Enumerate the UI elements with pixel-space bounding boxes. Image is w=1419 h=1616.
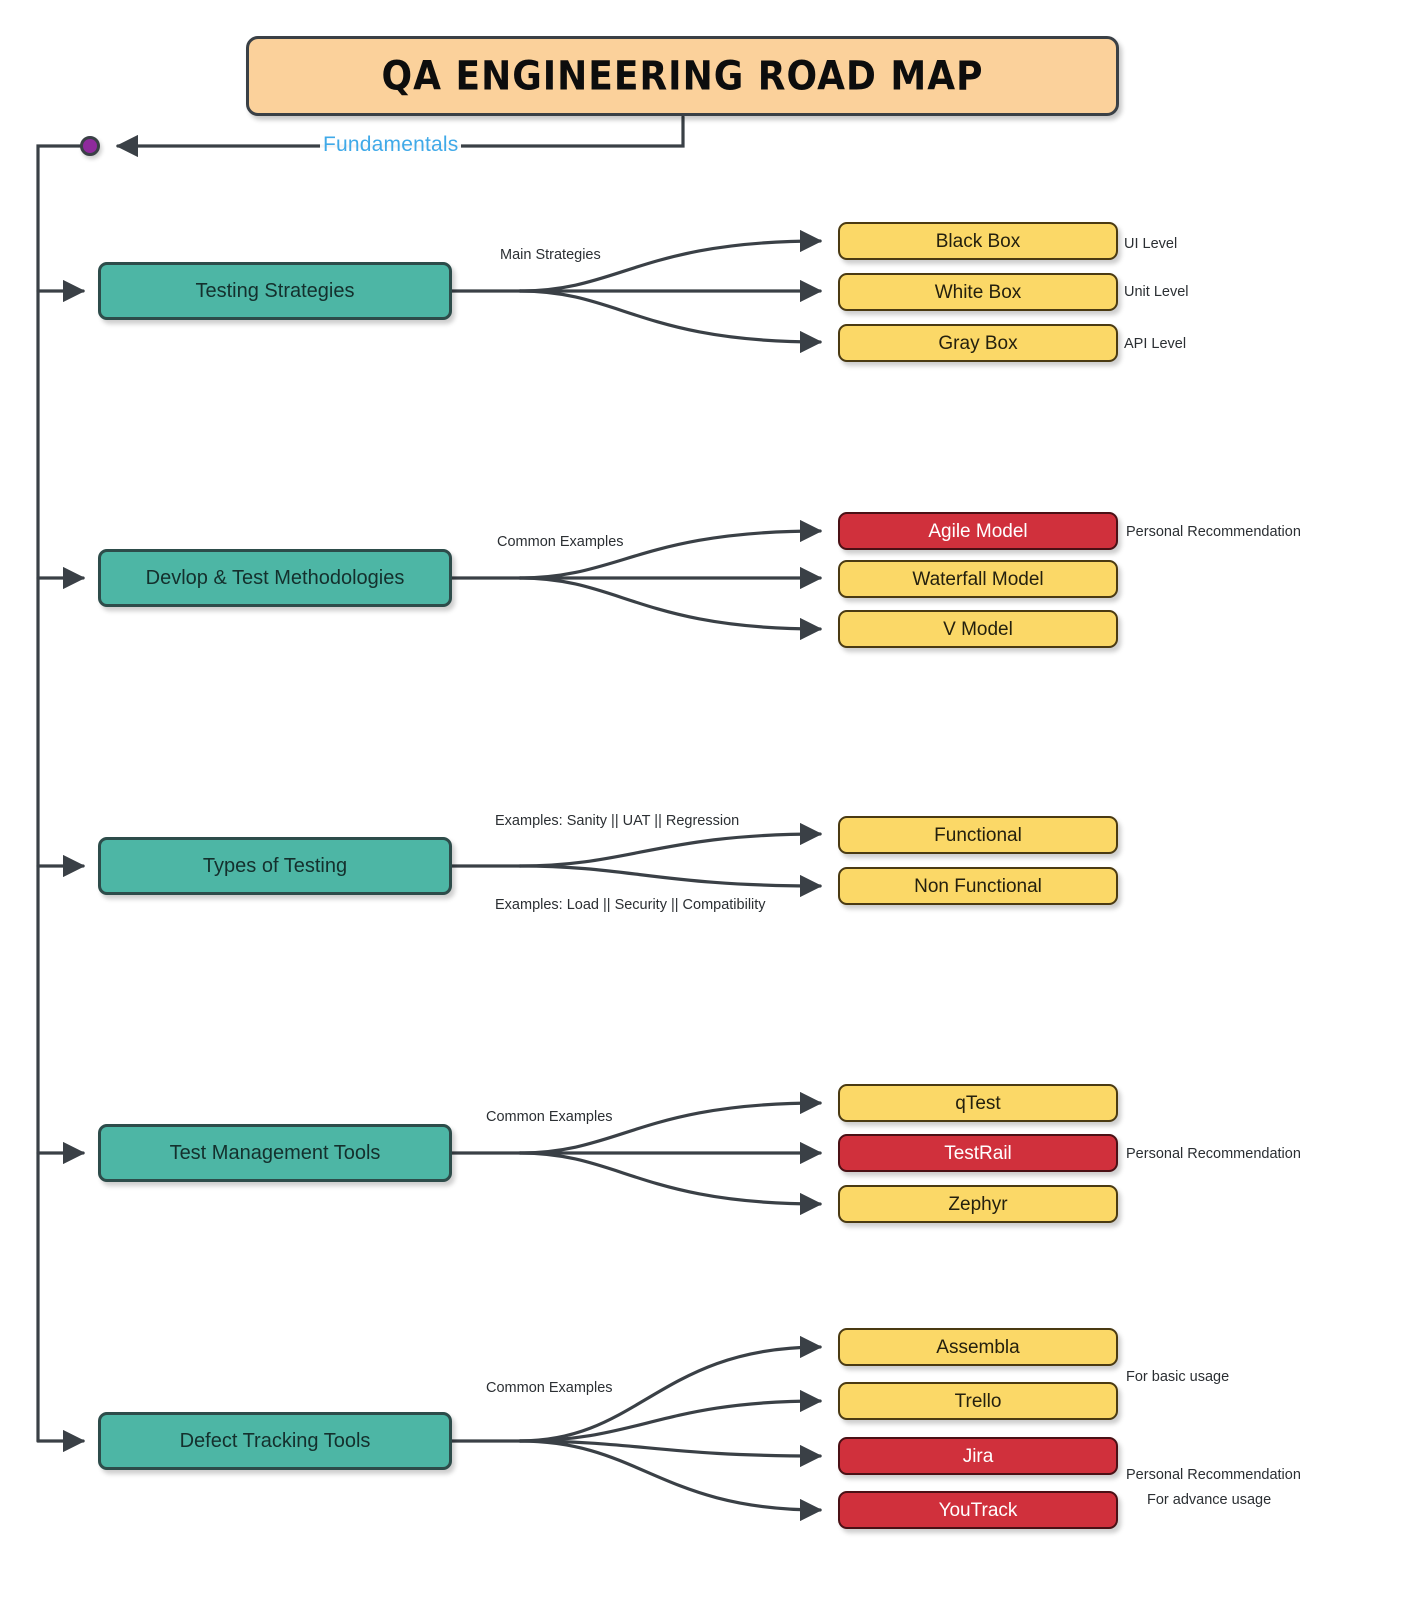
node-testing-strategies[interactable]: Testing Strategies bbox=[98, 262, 452, 320]
node-label: Waterfall Model bbox=[912, 568, 1044, 590]
node-label: Devlop & Test Methodologies bbox=[145, 567, 405, 589]
node-defect-tracking-tools[interactable]: Defect Tracking Tools bbox=[98, 1412, 452, 1470]
note-testrail: Personal Recommendation bbox=[1126, 1146, 1301, 1162]
node-label: TestRail bbox=[944, 1142, 1012, 1164]
root-node-dot[interactable] bbox=[80, 136, 100, 156]
node-label: Zephyr bbox=[948, 1193, 1008, 1215]
node-label: Non Functional bbox=[914, 875, 1042, 897]
note-agile-model: Personal Recommendation bbox=[1126, 524, 1301, 540]
leaf-zephyr[interactable]: Zephyr bbox=[838, 1185, 1118, 1223]
node-label: Agile Model bbox=[928, 520, 1028, 542]
leaf-white-box[interactable]: White Box bbox=[838, 273, 1118, 311]
leaf-waterfall-model[interactable]: Waterfall Model bbox=[838, 560, 1118, 598]
leaf-trello[interactable]: Trello bbox=[838, 1382, 1118, 1420]
node-label: Jira bbox=[962, 1445, 994, 1467]
leaf-functional[interactable]: Functional bbox=[838, 816, 1118, 854]
node-label: V Model bbox=[943, 618, 1013, 640]
node-test-management-tools[interactable]: Test Management Tools bbox=[98, 1124, 452, 1182]
node-label: YouTrack bbox=[938, 1499, 1018, 1521]
edge-label-common-examples-defect: Common Examples bbox=[483, 1380, 616, 1396]
leaf-jira[interactable]: Jira bbox=[838, 1437, 1118, 1475]
note-black-box: UI Level bbox=[1124, 236, 1178, 252]
node-label: Defect Tracking Tools bbox=[179, 1430, 371, 1452]
node-label: Black Box bbox=[935, 230, 1021, 252]
edge-label-common-examples-test-mgmt: Common Examples bbox=[483, 1109, 616, 1125]
leaf-youtrack[interactable]: YouTrack bbox=[838, 1491, 1118, 1529]
note-gray-box: API Level bbox=[1124, 336, 1187, 352]
leaf-v-model[interactable]: V Model bbox=[838, 610, 1118, 648]
page-title: QA ENGINEERING ROAD MAP bbox=[381, 53, 984, 99]
leaf-assembla[interactable]: Assembla bbox=[838, 1328, 1118, 1366]
note-youtrack: For advance usage bbox=[1147, 1492, 1272, 1508]
leaf-testrail[interactable]: TestRail bbox=[838, 1134, 1118, 1172]
edge-label-fundamentals: Fundamentals bbox=[320, 133, 462, 157]
node-label: Testing Strategies bbox=[195, 280, 355, 302]
leaf-black-box[interactable]: Black Box bbox=[838, 222, 1118, 260]
roadmap-title-box: QA ENGINEERING ROAD MAP bbox=[246, 36, 1119, 116]
leaf-non-functional[interactable]: Non Functional bbox=[838, 867, 1118, 905]
leaf-agile-model[interactable]: Agile Model bbox=[838, 512, 1118, 550]
node-label: Types of Testing bbox=[202, 855, 348, 877]
edge-label-common-examples-methodologies: Common Examples bbox=[494, 534, 627, 550]
note-white-box: Unit Level bbox=[1124, 284, 1189, 300]
leaf-gray-box[interactable]: Gray Box bbox=[838, 324, 1118, 362]
edge-label-main-strategies: Main Strategies bbox=[497, 247, 604, 263]
node-label: White Box bbox=[934, 281, 1022, 303]
node-label: Functional bbox=[934, 824, 1022, 846]
node-types-of-testing[interactable]: Types of Testing bbox=[98, 837, 452, 895]
edge-label-functional-examples: Examples: Sanity || UAT || Regression bbox=[492, 813, 743, 829]
leaf-qtest[interactable]: qTest bbox=[838, 1084, 1118, 1122]
note-jira: Personal Recommendation bbox=[1126, 1467, 1301, 1483]
node-label: qTest bbox=[955, 1092, 1001, 1114]
note-assembla: For basic usage bbox=[1126, 1369, 1230, 1385]
node-label: Gray Box bbox=[938, 332, 1018, 354]
node-label: Trello bbox=[954, 1390, 1002, 1412]
node-label: Test Management Tools bbox=[169, 1142, 381, 1164]
node-devlop-test-methodologies[interactable]: Devlop & Test Methodologies bbox=[98, 549, 452, 607]
node-label: Assembla bbox=[936, 1336, 1020, 1358]
edge-label-non-functional-examples: Examples: Load || Security || Compatibil… bbox=[492, 897, 769, 913]
